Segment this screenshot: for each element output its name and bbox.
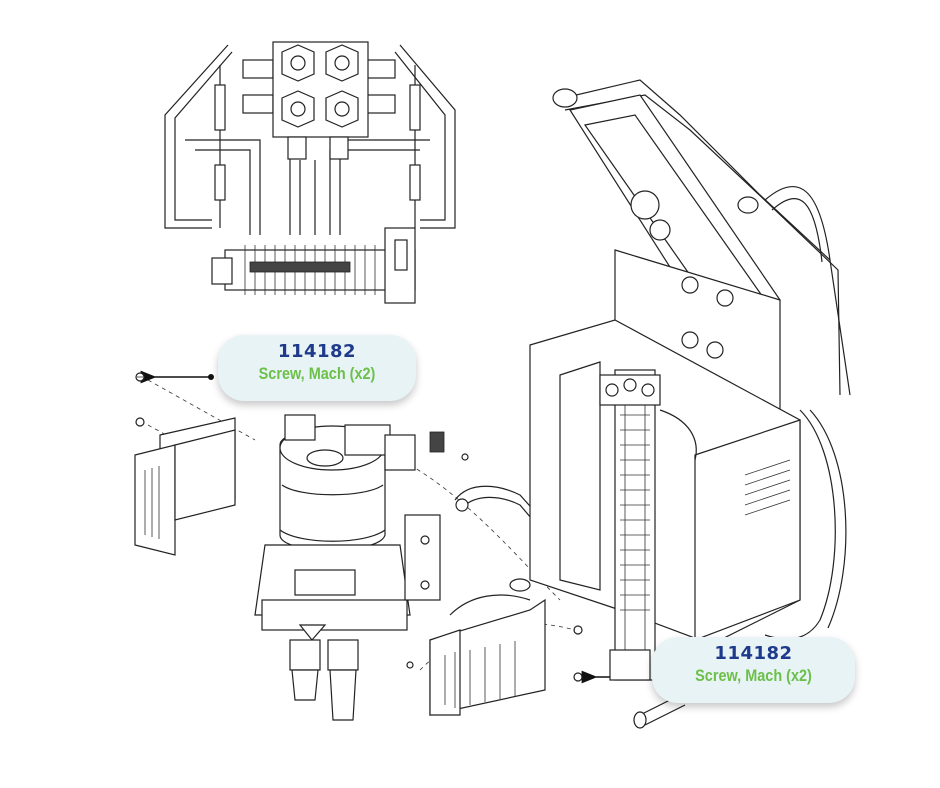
part-number: 114182 bbox=[714, 643, 793, 664]
wiring-schematic bbox=[164, 41, 456, 304]
pump-icon bbox=[254, 414, 441, 721]
part-number: 114182 bbox=[277, 341, 357, 362]
lower-cover bbox=[429, 578, 546, 716]
terminal-block-icon bbox=[211, 227, 416, 304]
part-description: Screw, Mach (x2) bbox=[258, 364, 376, 383]
cart-icon bbox=[529, 79, 851, 729]
callout-screw-lower: 114182 Screw, Mach (x2) bbox=[652, 637, 855, 703]
screw-icon bbox=[135, 372, 583, 682]
part-description: Screw, Mach (x2) bbox=[695, 666, 812, 685]
callout-screw-upper: 114182 Screw, Mach (x2) bbox=[218, 335, 416, 401]
left-bracket bbox=[134, 417, 236, 556]
